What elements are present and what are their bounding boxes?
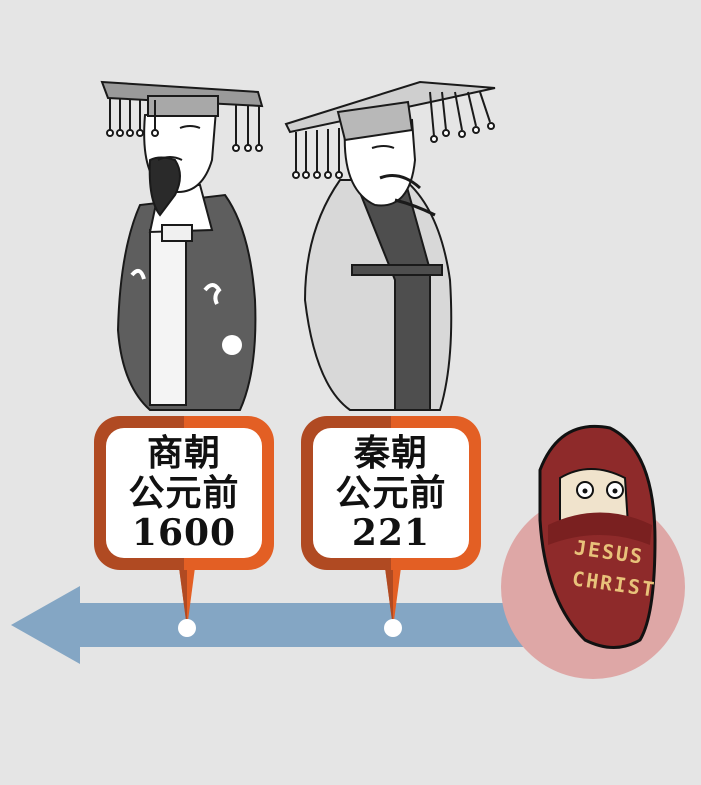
timeline-arrow	[11, 586, 538, 664]
callout-pointer-2	[384, 560, 402, 637]
dynasty-name: 商朝	[146, 432, 221, 474]
dynasty-name: 秦朝	[353, 432, 428, 474]
callout-content: 秦朝 公元前 221	[313, 428, 469, 558]
event-callout-shang: 商朝 公元前 1600	[94, 416, 274, 570]
callout-pointer-1	[178, 560, 196, 637]
event-callout-qin: 秦朝 公元前 221	[301, 416, 481, 570]
shang-emperor-illustration	[100, 80, 264, 411]
qin-emperor-illustration	[284, 80, 496, 411]
year-value: 221	[351, 512, 431, 554]
era-label: 公元前	[335, 472, 447, 514]
callout-content: 商朝 公元前 1600	[106, 428, 262, 558]
era-label: 公元前	[128, 472, 240, 514]
timeline-dot-1	[178, 619, 196, 637]
timeline-dot-2	[384, 619, 402, 637]
baby-jesus-illustration	[501, 424, 685, 679]
year-value: 1600	[131, 512, 237, 554]
